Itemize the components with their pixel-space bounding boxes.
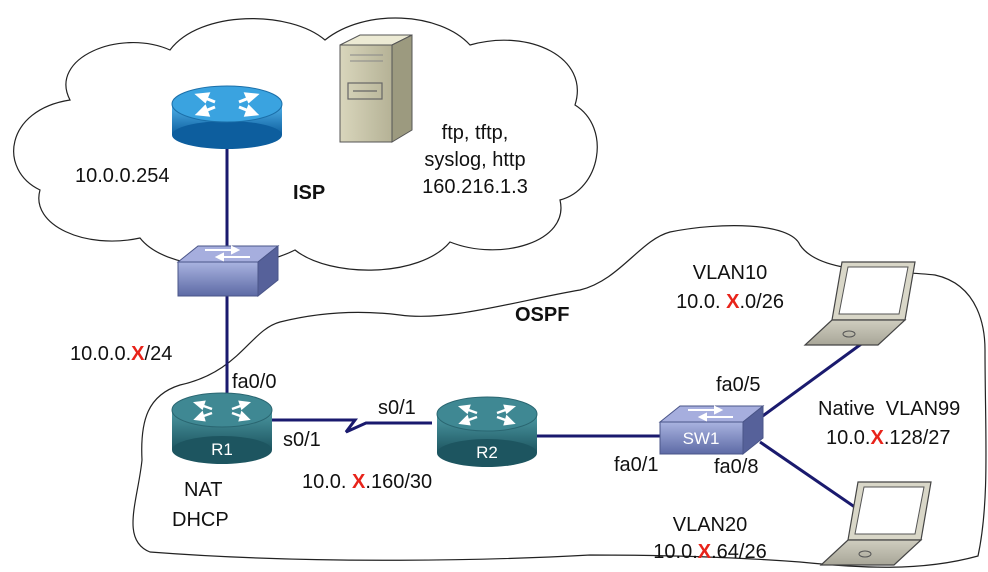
native-vlan-subnet-suffix: .128/27 bbox=[883, 427, 951, 449]
vlan20-laptop-icon[interactable] bbox=[819, 481, 932, 566]
vlan10-laptop-icon[interactable] bbox=[803, 261, 916, 346]
native-vlan-subnet-label: 10.0.X.128/27 bbox=[826, 426, 951, 450]
isp-router-ip-label: 10.0.0.254 bbox=[75, 165, 170, 187]
wan-subnet-suffix: /24 bbox=[144, 343, 173, 365]
serial-subnet-suffix: .160/30 bbox=[365, 471, 433, 493]
sw1-device-label: SW1 bbox=[683, 429, 720, 448]
r1-s01-port-label: s0/1 bbox=[283, 429, 321, 451]
r1-dhcp-label: DHCP bbox=[172, 509, 229, 531]
isp-router-icon[interactable] bbox=[171, 85, 283, 149]
server-services-line2: syslog, http bbox=[424, 149, 526, 171]
native-vlan-name-label: Native VLAN99 bbox=[818, 398, 961, 420]
r1-device-label: R1 bbox=[211, 440, 233, 459]
native-vlan-subnet-prefix: 10.0. bbox=[826, 427, 871, 449]
sw1-fa08-port-label: fa0/8 bbox=[714, 456, 759, 478]
sw1-switch-icon[interactable]: SW1 bbox=[658, 404, 765, 456]
server-icon[interactable] bbox=[339, 34, 413, 143]
vlan20-name-label: VLAN20 bbox=[672, 514, 748, 536]
vlan10-subnet-suffix: .0/26 bbox=[739, 291, 784, 313]
serial-link-subnet-label: 10.0. X.160/30 bbox=[302, 470, 432, 494]
server-ip-label: 160.216.1.3 bbox=[422, 176, 528, 198]
vlan10-subnet-x-marker: X bbox=[726, 291, 740, 313]
link-sw1-to-vlan10-laptop bbox=[759, 340, 865, 420]
sw1-fa05-port-label: fa0/5 bbox=[716, 374, 761, 396]
serial-subnet-x-marker: X bbox=[352, 471, 366, 493]
server-services-line1: ftp, tftp, bbox=[441, 122, 509, 144]
wan-subnet-label: 10.0.0.X/24 bbox=[70, 342, 172, 366]
vlan10-subnet-prefix: 10.0. bbox=[676, 291, 727, 313]
vlan20-subnet-x-marker: X bbox=[697, 541, 712, 563]
isp-cloud bbox=[13, 17, 598, 271]
sw1-fa01-port-label: fa0/1 bbox=[614, 454, 659, 476]
r2-router-icon[interactable]: R2 bbox=[436, 396, 538, 467]
serial-link-r1-r2 bbox=[272, 418, 432, 434]
r1-fa00-port-label: fa0/0 bbox=[232, 371, 277, 393]
serial-subnet-prefix: 10.0. bbox=[302, 471, 353, 493]
wan-subnet-prefix: 10.0.0. bbox=[70, 343, 132, 365]
isp-cloud-label: ISP bbox=[293, 182, 326, 204]
link-sw1-to-vlan20-laptop bbox=[759, 440, 863, 514]
r2-device-label: R2 bbox=[476, 443, 498, 462]
r2-s01-port-label: s0/1 bbox=[378, 397, 416, 419]
ospf-area-outline bbox=[132, 225, 987, 568]
vlan10-name-label: VLAN10 bbox=[692, 262, 768, 284]
vlan10-subnet-label: 10.0. X.0/26 bbox=[650, 290, 810, 314]
vlan20-subnet-label: 10.0.X.64/26 bbox=[630, 540, 790, 564]
vlan20-subnet-prefix: 10.0. bbox=[653, 541, 698, 563]
native-vlan-subnet-x-marker: X bbox=[870, 427, 884, 449]
ospf-area-label: OSPF bbox=[515, 304, 570, 326]
isp-switch-icon[interactable] bbox=[176, 244, 280, 298]
r1-nat-label: NAT bbox=[184, 479, 223, 501]
vlan20-subnet-suffix: .64/26 bbox=[711, 541, 767, 563]
r1-router-icon[interactable]: R1 bbox=[171, 392, 273, 464]
wan-subnet-x-marker: X bbox=[131, 343, 145, 365]
